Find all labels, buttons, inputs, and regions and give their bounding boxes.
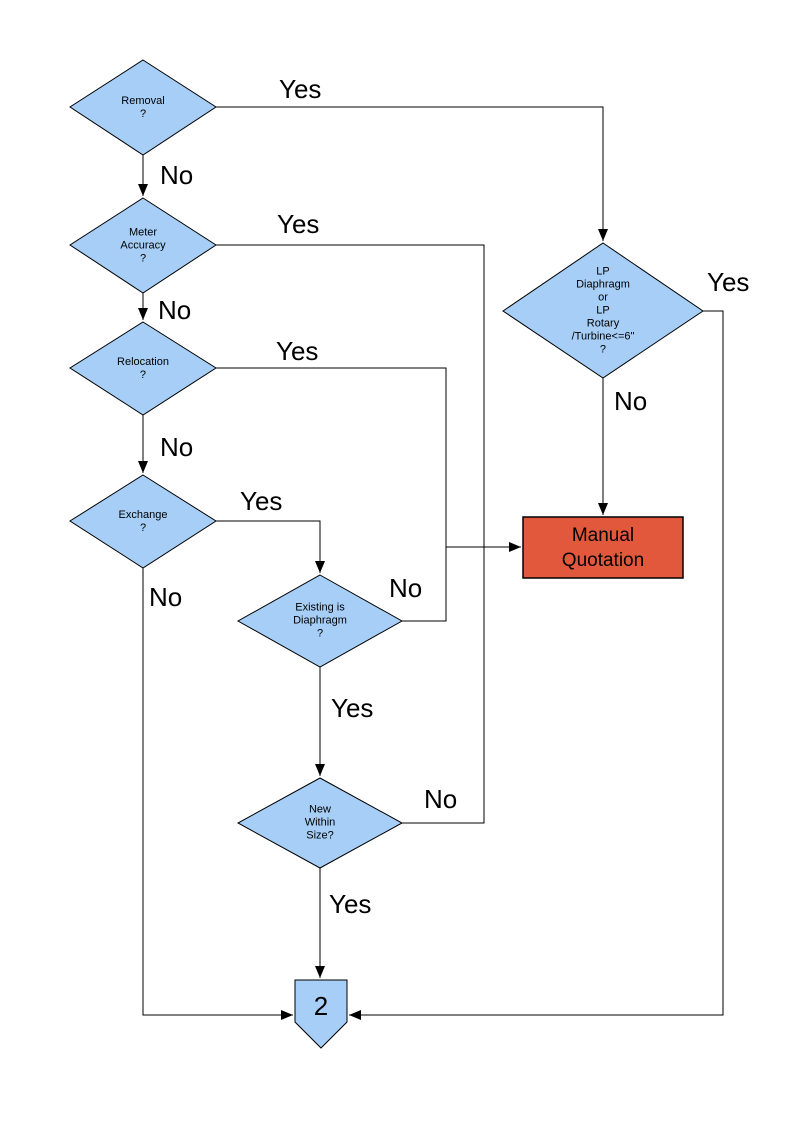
edge-label-exchange-no: No <box>149 582 183 612</box>
decision-exchange-label: Exchange ? <box>118 509 168 534</box>
decision-existing-is-diaphragm-label: Existing is Diaphragm ? <box>293 601 347 640</box>
edge-meter-yes-newsize-no-line <box>216 244 485 824</box>
decision-relocation-shape <box>69 321 217 416</box>
edge-label-meter-yes: Yes <box>277 209 320 239</box>
page-connector-2-label: 2 <box>313 991 329 1021</box>
edge-label-relocation-yes: Yes <box>276 336 319 366</box>
edge-label-newsize-yes: Yes <box>329 889 372 919</box>
decision-meter-accuracy-shape <box>69 197 217 294</box>
edge-removal-yes-line <box>216 106 608 241</box>
edge-label-exchange-yes: Yes <box>240 486 283 516</box>
decision-removal-shape <box>69 59 217 156</box>
edge-label-relocation-no: No <box>160 432 194 462</box>
node-shapes <box>69 59 704 1049</box>
edge-lp-yes-line <box>349 310 724 1020</box>
edge-label-lp-no: No <box>614 386 648 416</box>
decision-new-within-size-shape <box>236 777 404 869</box>
edge-exchange-no-line <box>142 568 293 1020</box>
decision-lp-small-meter-label: LP Diaphragm or LP Rotary /Turbine<=6" ? <box>571 265 635 356</box>
edge-label-existing-no: No <box>389 573 423 603</box>
decision-new-within-size-label: New Within Size? <box>304 803 336 842</box>
decision-removal-label: Removal ? <box>121 95 165 120</box>
process-manual-quotation-label: Manual Quotation <box>561 525 645 571</box>
edge-label-removal-no: No <box>160 160 194 190</box>
edge-label-removal-yes: Yes <box>279 74 322 104</box>
edge-label-existing-yes: Yes <box>331 693 374 723</box>
edge-label-meter-no: No <box>158 295 192 325</box>
edge-exchange-yes-line <box>216 520 325 573</box>
decision-meter-accuracy-label: Meter Accuracy ? <box>120 226 166 265</box>
process-manual-quotation-shape <box>522 516 684 579</box>
page-connector-2-shape <box>294 979 348 1049</box>
decision-existing-is-diaphragm-shape <box>236 574 404 668</box>
connector-lines <box>138 106 724 1020</box>
edge-label-newsize-no: No <box>424 784 458 814</box>
edge-label-lp-yes: Yes <box>707 267 750 297</box>
edge-relocation-yes-existing-no-line <box>216 367 447 622</box>
decision-lp-small-meter-shape <box>502 242 704 379</box>
decision-exchange-shape <box>69 474 217 569</box>
decision-relocation-label: Relocation ? <box>117 356 169 381</box>
